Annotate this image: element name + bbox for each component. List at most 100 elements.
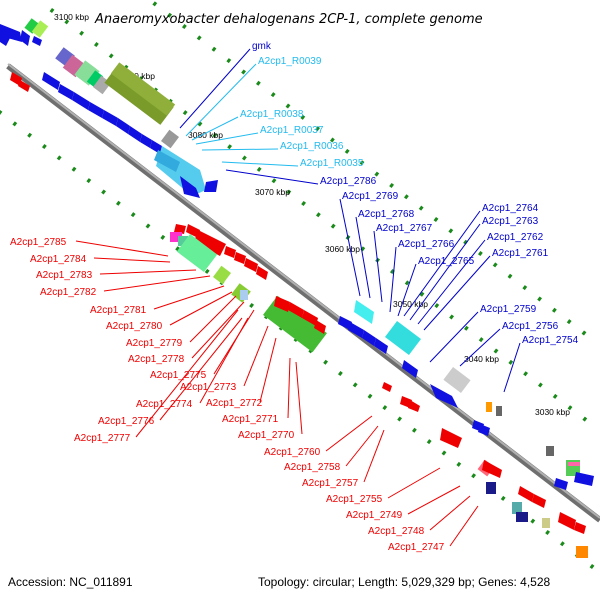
gene-label[interactable]: A2cp1_2767 (376, 223, 433, 234)
gene-label[interactable]: A2cp1_2754 (522, 335, 579, 346)
guide-dot (256, 166, 262, 172)
gene-label-rna[interactable]: A2cp1_R0035 (300, 158, 364, 169)
guide-dot (323, 359, 328, 365)
forward-cds (128, 126, 142, 142)
gene-label[interactable]: A2cp1_2781 (90, 305, 147, 316)
reverse-label-texts: A2cp1_2785 A2cp1_2784 A2cp1_2783 A2cp1_2… (10, 237, 445, 553)
guide-dot (108, 53, 114, 59)
guide-dot (227, 144, 232, 150)
forward-cds (20, 30, 30, 46)
reverse-cds (518, 486, 534, 502)
gene-label[interactable]: A2cp1_2775 (150, 370, 207, 381)
gene-label[interactable]: A2cp1_2784 (30, 254, 87, 265)
misc-feature (176, 233, 218, 273)
gene-label[interactable]: A2cp1_2782 (40, 287, 97, 298)
gene-label[interactable]: A2cp1_2758 (284, 462, 341, 473)
guide-dot (552, 393, 558, 399)
guide-dot (449, 314, 454, 320)
misc-feature (178, 236, 188, 246)
gene-label[interactable]: A2cp1_2777 (74, 433, 131, 444)
forward-cds (402, 360, 418, 378)
gene-label[interactable]: A2cp1_2772 (206, 398, 263, 409)
tick-label: 3060 kbp (325, 244, 360, 254)
guide-dot (196, 35, 202, 41)
gene-label[interactable]: A2cp1_2780 (106, 321, 163, 332)
gene-label[interactable]: A2cp1_2757 (302, 478, 359, 489)
gene-label[interactable]: A2cp1_2755 (326, 494, 383, 505)
guide-dot (530, 518, 536, 524)
gene-label[interactable]: A2cp1_2774 (136, 399, 193, 410)
reverse-label-lines (75, 240, 479, 547)
gene-label[interactable]: A2cp1_2761 (492, 248, 549, 259)
map-title: Anaeromyxobacter dehalogenans 2CP-1, com… (94, 12, 483, 27)
misc-feature (170, 232, 182, 242)
accession-text: Accession: NC_011891 (8, 575, 133, 589)
forward-cds (102, 110, 118, 126)
guide-dot (382, 405, 388, 411)
rna-feature (385, 320, 421, 356)
guide-dot (492, 262, 498, 268)
gene-label[interactable]: A2cp1_2786 (320, 176, 377, 187)
gene-label[interactable]: A2cp1_2773 (180, 382, 237, 393)
gene-label-gmk[interactable]: gmk (252, 41, 272, 52)
misc-feature (542, 518, 550, 528)
gene-label[interactable]: A2cp1_2756 (502, 321, 559, 332)
guide-dot (374, 171, 380, 177)
gene-label[interactable]: A2cp1_2766 (398, 239, 455, 250)
gene-label[interactable]: A2cp1_2770 (238, 430, 295, 441)
forward-cds (554, 478, 568, 490)
gene-label[interactable]: A2cp1_2768 (358, 209, 415, 220)
gene-label[interactable]: A2cp1_2769 (342, 191, 399, 202)
gene-label[interactable]: A2cp1_2749 (346, 510, 403, 521)
forward-cds (338, 316, 352, 330)
gene-label-rna[interactable]: A2cp1_R0038 (240, 109, 304, 120)
gene-label-rna[interactable]: A2cp1_R0039 (258, 56, 322, 67)
gene-label[interactable]: A2cp1_2778 (128, 354, 185, 365)
guide-dot (175, 246, 180, 252)
gene-label[interactable]: A2cp1_2759 (480, 304, 537, 315)
rna-label-lines (185, 63, 299, 167)
reverse-cds (288, 302, 304, 318)
gene-label-rna[interactable]: A2cp1_R0037 (260, 125, 324, 136)
gene-label[interactable]: A2cp1_2783 (36, 270, 93, 281)
gene-label[interactable]: A2cp1_2771 (222, 414, 279, 425)
guide-dot (211, 46, 217, 52)
reverse-cds (234, 252, 246, 264)
guide-dot (329, 137, 335, 143)
gene-label[interactable]: A2cp1_2760 (264, 447, 321, 458)
gene-label[interactable]: A2cp1_2776 (98, 416, 155, 427)
guide-dot (241, 69, 246, 75)
gene-label[interactable]: A2cp1_2779 (126, 338, 183, 349)
guide-dot (145, 223, 151, 229)
gene-label[interactable]: A2cp1_2765 (418, 256, 475, 267)
reverse-cds (440, 428, 462, 448)
guide-dots-inner (49, 8, 588, 422)
forward-cds (430, 384, 458, 408)
gene-label[interactable]: A2cp1_2763 (482, 216, 539, 227)
forward-cds (32, 36, 42, 46)
reverse-cds (558, 512, 576, 530)
forward-labels (179, 48, 521, 393)
guide-dot (463, 325, 469, 331)
gene-label[interactable]: A2cp1_2785 (10, 237, 67, 248)
gene-label[interactable]: A2cp1_2764 (482, 203, 539, 214)
guide-dot (86, 178, 92, 184)
guide-dot (249, 302, 254, 308)
guide-dots-outer (0, 110, 595, 569)
gene-label-rna[interactable]: A2cp1_R0036 (280, 141, 344, 152)
forward-cds (180, 176, 200, 198)
gene-label[interactable]: A2cp1_2747 (388, 542, 445, 553)
guide-dot (315, 126, 320, 132)
guide-dots (0, 1, 595, 569)
forward-cds (204, 180, 218, 192)
misc-feature (486, 402, 492, 412)
gene-label[interactable]: A2cp1_2762 (487, 232, 544, 243)
guide-dot (426, 439, 432, 445)
tick-label: 3090 kbp (120, 71, 155, 81)
guide-dot (337, 371, 343, 377)
guide-dots-far (152, 1, 587, 336)
guide-dot (507, 273, 513, 279)
gene-label[interactable]: A2cp1_2748 (368, 526, 425, 537)
guide-dot (93, 42, 99, 48)
